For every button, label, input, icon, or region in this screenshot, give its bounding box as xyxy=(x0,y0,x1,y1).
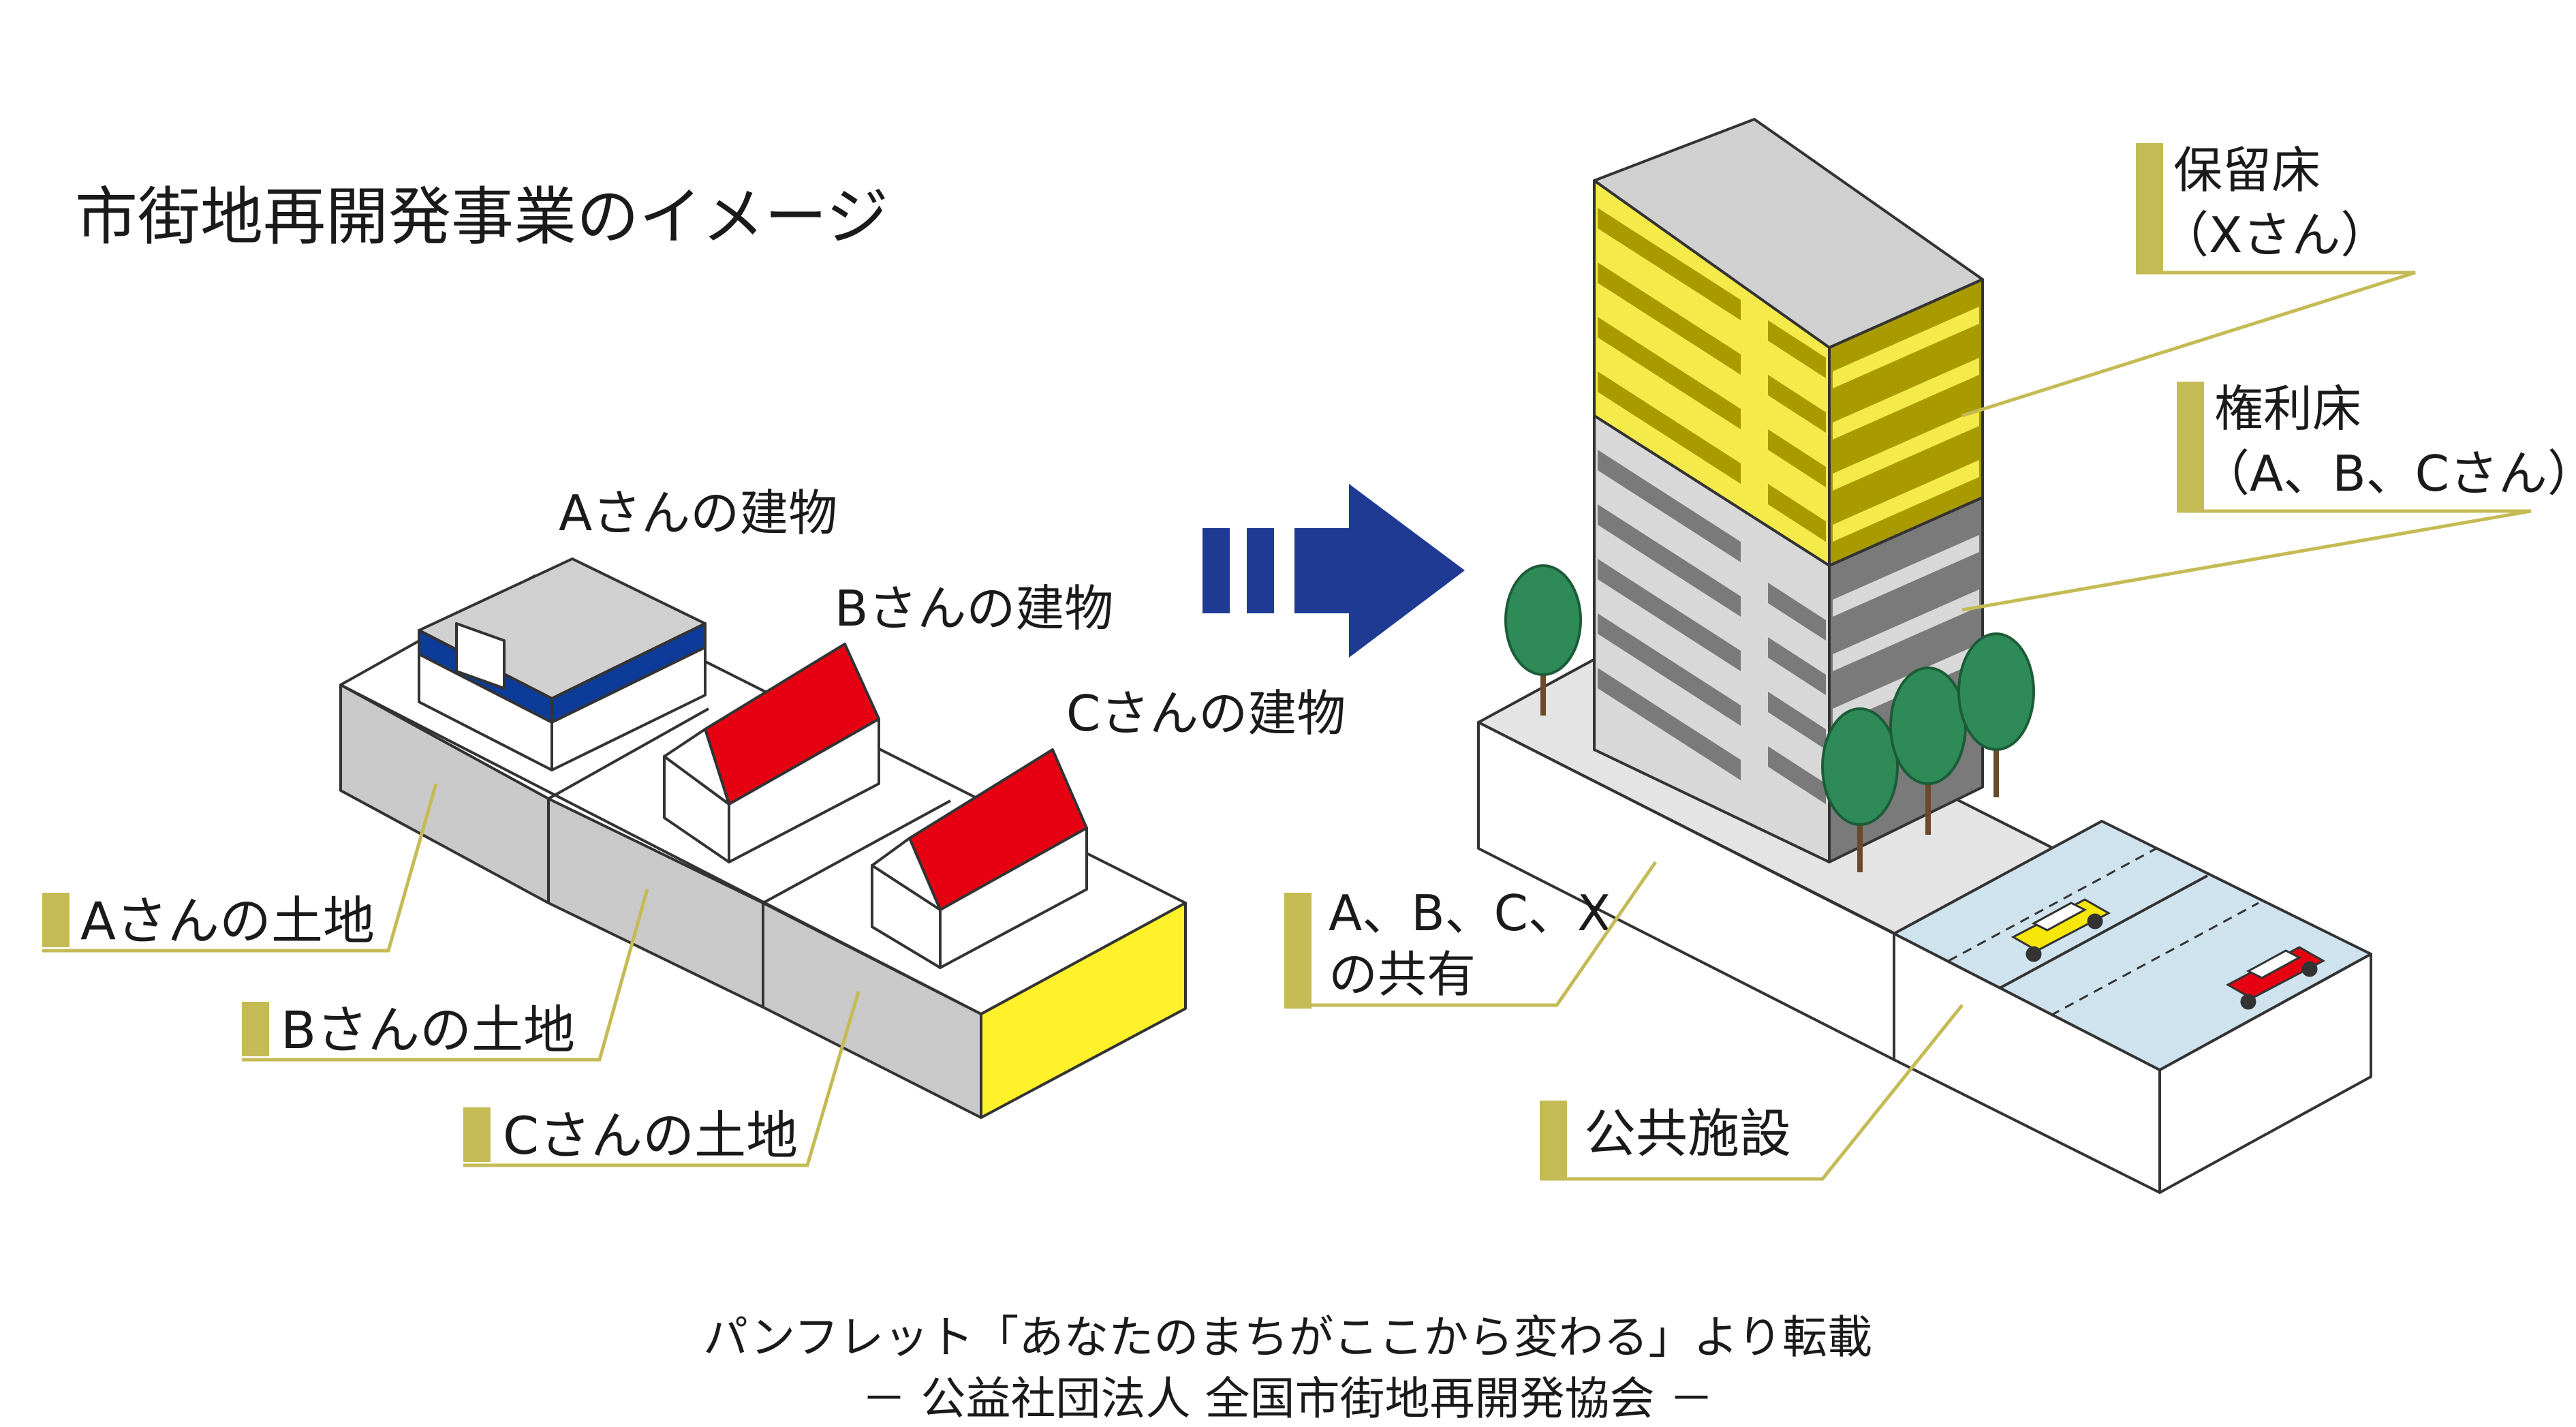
label-building-c: Cさんの建物 xyxy=(1066,685,1346,742)
public-facility-callout: 公共施設 xyxy=(1540,1004,1964,1181)
reserved-floor-leader xyxy=(1961,271,2416,418)
label-land-c: Cさんの土地 xyxy=(503,1105,798,1166)
rights-floor-marker xyxy=(2177,382,2204,511)
land-c-callout: Cさんの土地 xyxy=(463,991,860,1167)
shared-land-marker xyxy=(1284,893,1312,1009)
label-rights-floor-owner: （A、B、Cさん） xyxy=(2201,445,2576,502)
label-building-b: Bさんの建物 xyxy=(835,580,1113,637)
transition-arrow-icon xyxy=(1202,484,1465,658)
land-a-marker xyxy=(42,893,69,947)
tree-icon xyxy=(1504,564,1582,716)
tree-icon xyxy=(1957,632,2035,797)
building-b xyxy=(663,643,880,863)
tree-icon xyxy=(1821,707,1899,872)
public-facility-leader xyxy=(1540,1004,1964,1181)
label-reserved-floor: 保留床 xyxy=(2173,142,2321,199)
credit-line-2: － 公益社団法人 全国市街地再開発協会 － xyxy=(862,1372,1714,1425)
land-b-marker xyxy=(242,1002,269,1056)
label-reserved-floor-owner: （Xさん） xyxy=(2160,206,2389,264)
shared-land-leader xyxy=(1284,861,1658,1007)
rights-floor-callout: 権利床 （A、B、Cさん） xyxy=(1961,380,2576,612)
label-rights-floor: 権利床 xyxy=(2214,380,2361,438)
land-c-leader xyxy=(463,991,860,1167)
red-car-icon xyxy=(2225,946,2326,1010)
land-a-callout: Aさんの土地 xyxy=(42,783,438,953)
building-a xyxy=(418,557,707,771)
label-shared-land-line1: A、B、C、X xyxy=(1329,885,1611,942)
reserved-floor-callout: 保留床 （Xさん） xyxy=(1961,142,2416,418)
credit-line-1: パンフレット「あなたのまちがここから変わる」より転載 xyxy=(703,1311,1872,1364)
reserved-floor-marker xyxy=(2136,143,2163,273)
label-building-a: Aさんの建物 xyxy=(559,485,837,542)
label-public-facility: 公共施設 xyxy=(1584,1103,1791,1164)
yellow-car-icon xyxy=(2011,898,2111,962)
rights-floor-leader xyxy=(1961,509,2532,612)
label-land-b: Bさんの土地 xyxy=(281,1000,575,1060)
tower-left-floors xyxy=(1598,208,1826,804)
public-facility-marker xyxy=(1540,1101,1567,1179)
land-b-leader xyxy=(242,889,649,1062)
land-b-callout: Bさんの土地 xyxy=(242,889,649,1062)
diagram-title: 市街地再開発事業のイメージ xyxy=(75,181,888,254)
land-a-leader xyxy=(42,783,438,953)
label-land-a: Aさんの土地 xyxy=(80,891,375,951)
building-c xyxy=(871,748,1088,969)
land-end-yellow xyxy=(980,902,1187,1119)
label-shared-land-line2: の共有 xyxy=(1329,946,1476,1003)
land-c-marker xyxy=(463,1107,491,1162)
shared-land-callout: A、B、C、X の共有 xyxy=(1284,861,1658,1009)
